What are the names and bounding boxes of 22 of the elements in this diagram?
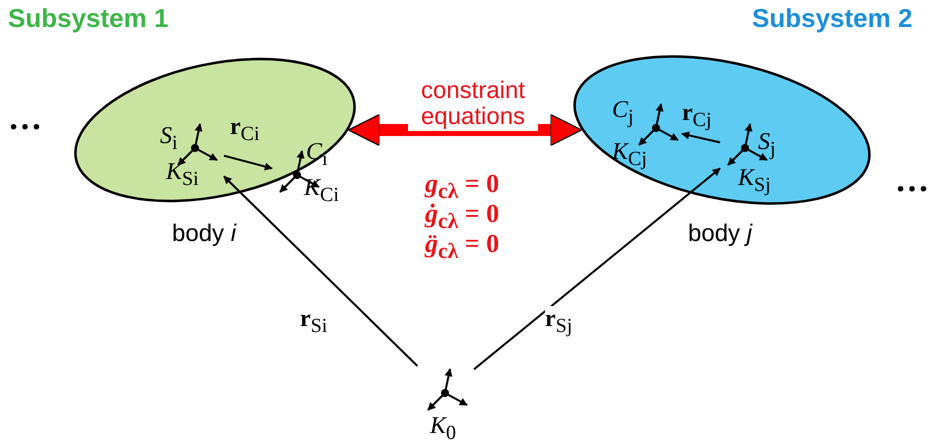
point-label: S$_{i}$	[160, 124, 178, 153]
frame-label: K$_{Si}$	[166, 160, 199, 189]
vector-arrow	[224, 154, 273, 170]
ellipsis: …	[895, 162, 929, 200]
double-arrow	[348, 114, 582, 146]
frame-label: K$_{Cj}$	[612, 140, 647, 169]
vector-arrow	[223, 176, 418, 367]
vector-arrow	[473, 168, 721, 370]
body-label: body j	[688, 222, 752, 246]
edge-label: r$_{Cj}$	[682, 100, 712, 131]
vector-arrow	[681, 132, 720, 144]
point-label: C$_{j}$	[612, 98, 634, 127]
edge-label: r$_{Ci}$	[230, 114, 260, 145]
edge-label: r$_{Sj}$	[545, 306, 572, 337]
subsystem-title: Subsystem 2	[752, 4, 912, 33]
frame-label: K$_{Sj}$	[738, 166, 771, 195]
point-label: K$_{0}$	[430, 414, 456, 443]
edge-label: constraint equations	[408, 78, 538, 131]
point-label: S$_{j}$	[758, 130, 776, 159]
ellipsis: …	[8, 100, 42, 138]
subsystem-title: Subsystem 1	[8, 4, 168, 33]
body-label: body i	[172, 222, 236, 246]
